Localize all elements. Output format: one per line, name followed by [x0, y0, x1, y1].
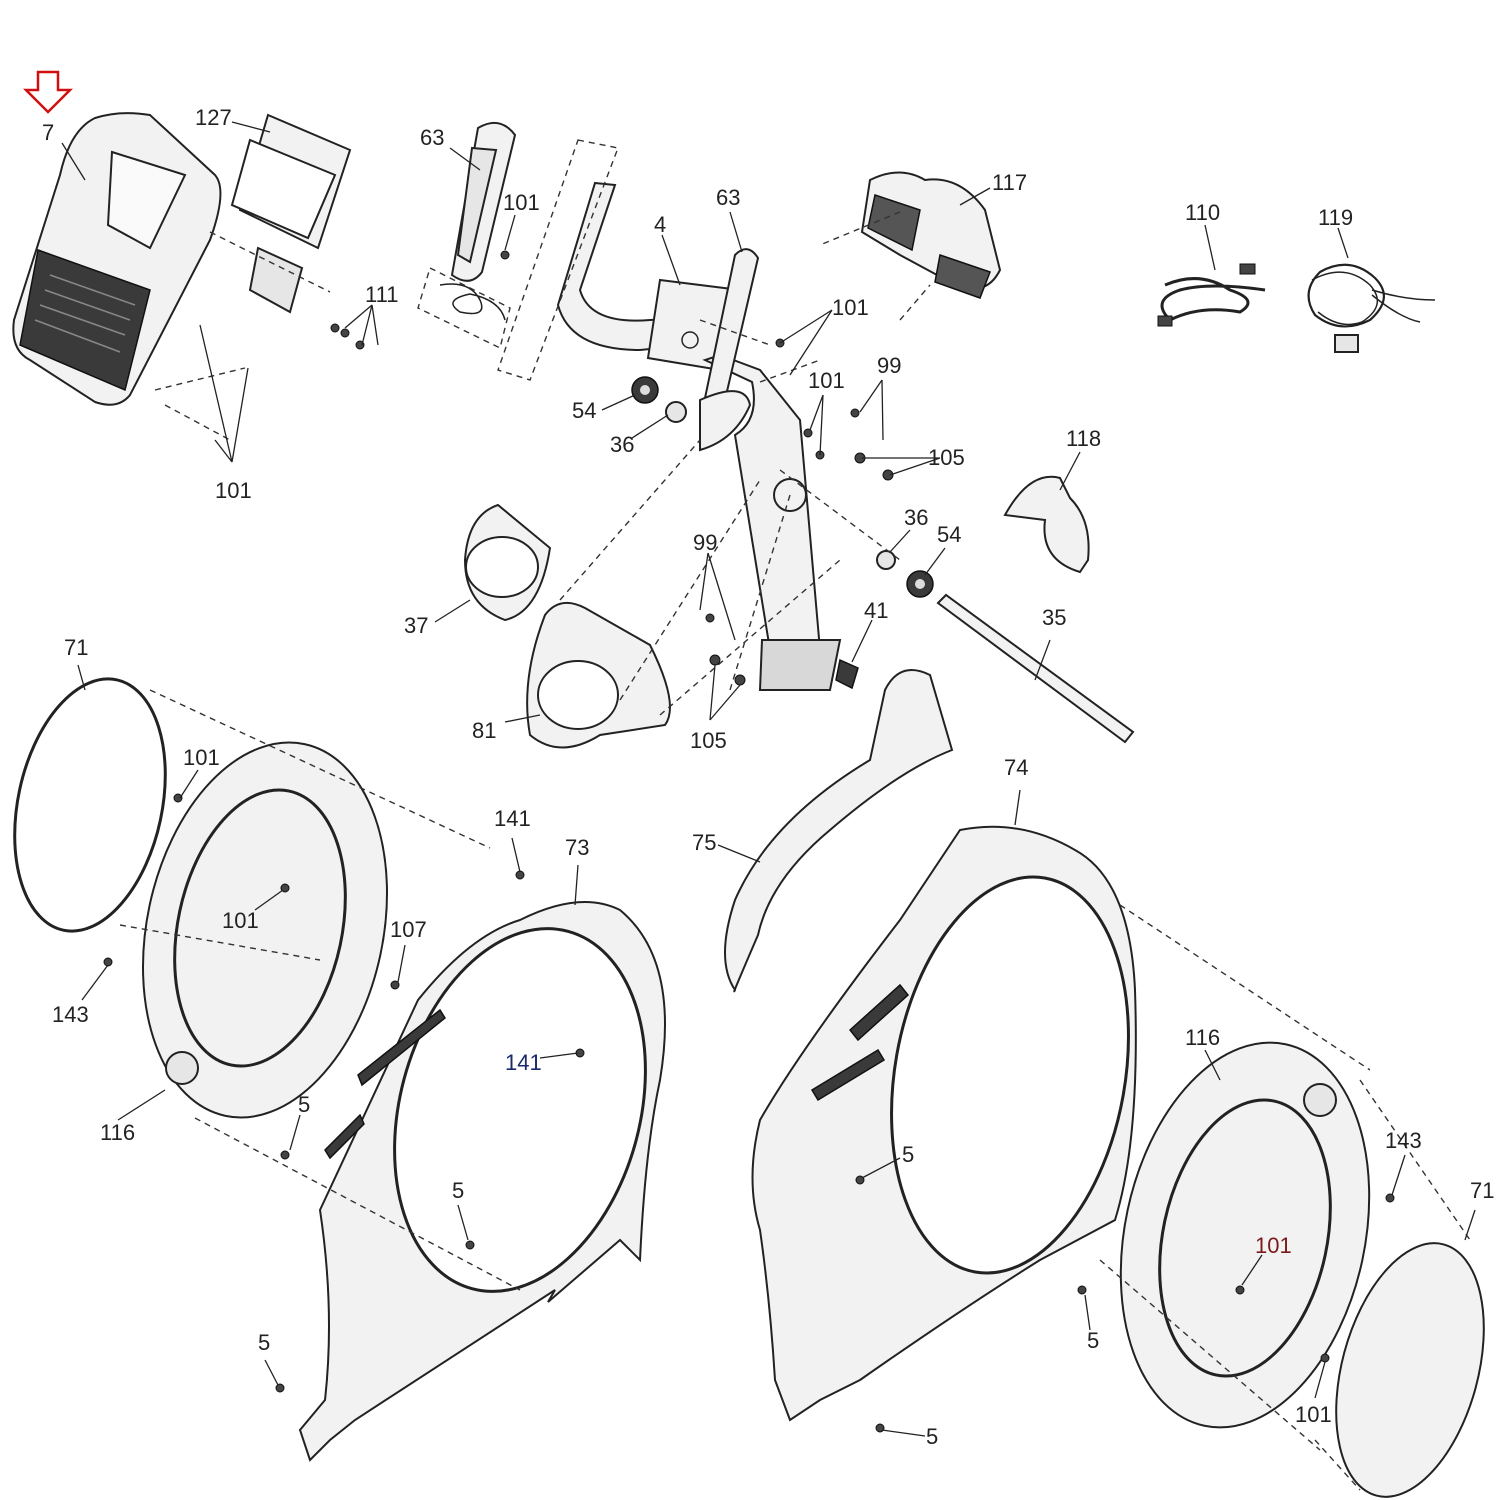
label-36-left[interactable]: 36: [610, 432, 634, 457]
label-110[interactable]: 110: [1185, 200, 1220, 225]
label-127[interactable]: 127: [195, 105, 232, 130]
label-143-right[interactable]: 143: [1385, 1128, 1422, 1153]
shroud-part-74[interactable]: [751, 825, 1158, 1422]
label-36-right[interactable]: 36: [904, 505, 928, 530]
grip-part-63-left[interactable]: [439, 121, 517, 321]
cover-part-37[interactable]: [463, 503, 552, 622]
housing-part-81[interactable]: [526, 601, 671, 749]
label-75[interactable]: 75: [692, 830, 716, 855]
label-71-right[interactable]: 71: [1470, 1178, 1494, 1203]
label-73[interactable]: 73: [565, 835, 589, 860]
part-labels: 7 127 111 101 63 101 63 4 101 117 110 11…: [42, 105, 1494, 1449]
label-101-mid[interactable]: 101: [808, 368, 845, 393]
label-101-ring-outer[interactable]: 101: [183, 745, 220, 770]
label-54-left[interactable]: 54: [572, 398, 596, 423]
label-101-console[interactable]: 101: [215, 478, 252, 503]
shroud-part-73[interactable]: [298, 900, 684, 1462]
disc-part-116-right[interactable]: [1087, 1019, 1403, 1450]
label-41[interactable]: 41: [864, 598, 888, 623]
bearing-part-54-right-hub: [915, 579, 925, 589]
console-part-7[interactable]: [12, 112, 222, 406]
label-101-upper[interactable]: 101: [832, 295, 869, 320]
label-5-a[interactable]: 5: [298, 1092, 310, 1117]
shroud-part-117[interactable]: [860, 171, 1002, 299]
red-arrow-marker-icon: [22, 70, 74, 114]
label-71-left[interactable]: 71: [64, 635, 88, 660]
label-37[interactable]: 37: [404, 613, 428, 638]
label-63-left[interactable]: 63: [420, 125, 444, 150]
center-cover-part-75[interactable]: [724, 669, 954, 993]
grip-left-box: [417, 267, 511, 350]
disc-part-116-left[interactable]: [110, 720, 420, 1141]
wire-harness-part-110[interactable]: [1157, 263, 1266, 327]
label-117[interactable]: 117: [992, 170, 1027, 195]
label-111[interactable]: 111: [365, 282, 398, 307]
label-105-lower[interactable]: 105: [690, 728, 727, 753]
washer-part-36-right[interactable]: [876, 550, 896, 570]
axle-part-35[interactable]: [936, 593, 1135, 744]
label-7[interactable]: 7: [42, 120, 54, 145]
label-119[interactable]: 119: [1318, 205, 1353, 230]
label-99-lower[interactable]: 99: [693, 530, 717, 555]
bracket-part-118[interactable]: [1003, 475, 1090, 574]
label-5-e[interactable]: 5: [1087, 1328, 1099, 1353]
label-107[interactable]: 107: [390, 917, 427, 942]
grip-part-63-right[interactable]: [699, 248, 760, 452]
tablet-holder-part-127[interactable]: [230, 113, 352, 314]
label-118[interactable]: 118: [1066, 426, 1101, 451]
label-5-d[interactable]: 5: [902, 1142, 914, 1167]
label-101-grip[interactable]: 101: [503, 190, 540, 215]
leader-lines: [61, 121, 1476, 1437]
label-74[interactable]: 74: [1004, 755, 1028, 780]
label-99-upper[interactable]: 99: [877, 353, 901, 378]
label-5-c[interactable]: 5: [258, 1330, 270, 1355]
alignment-lines: [119, 211, 1471, 1491]
label-116-left[interactable]: 116: [100, 1120, 135, 1145]
bearing-part-54-left-hub: [640, 385, 650, 395]
ring-part-71-right[interactable]: [1311, 1227, 1500, 1500]
label-101-right-inner[interactable]: 101: [1255, 1233, 1292, 1258]
washer-part-36-left[interactable]: [665, 401, 687, 423]
label-101-ring-inner[interactable]: 101: [222, 908, 259, 933]
label-105-upper[interactable]: 105: [928, 445, 965, 470]
label-54-right[interactable]: 54: [937, 522, 961, 547]
label-141-top[interactable]: 141: [494, 806, 531, 831]
label-4[interactable]: 4: [654, 212, 666, 237]
label-5-f[interactable]: 5: [926, 1424, 938, 1449]
label-101-right-lower[interactable]: 101: [1295, 1402, 1332, 1427]
handlebar-dash-box: [497, 139, 619, 381]
label-81[interactable]: 81: [472, 718, 496, 743]
bracket-part-41[interactable]: [835, 658, 859, 690]
ring-part-71-left[interactable]: [0, 665, 187, 945]
label-5-b[interactable]: 5: [452, 1178, 464, 1203]
label-63-right[interactable]: 63: [716, 185, 740, 210]
label-35[interactable]: 35: [1042, 605, 1066, 630]
label-116-right[interactable]: 116: [1185, 1025, 1220, 1050]
power-cord-part-119[interactable]: [1307, 263, 1436, 353]
label-143-left[interactable]: 143: [52, 1002, 89, 1027]
label-141-mid[interactable]: 141: [505, 1050, 542, 1075]
